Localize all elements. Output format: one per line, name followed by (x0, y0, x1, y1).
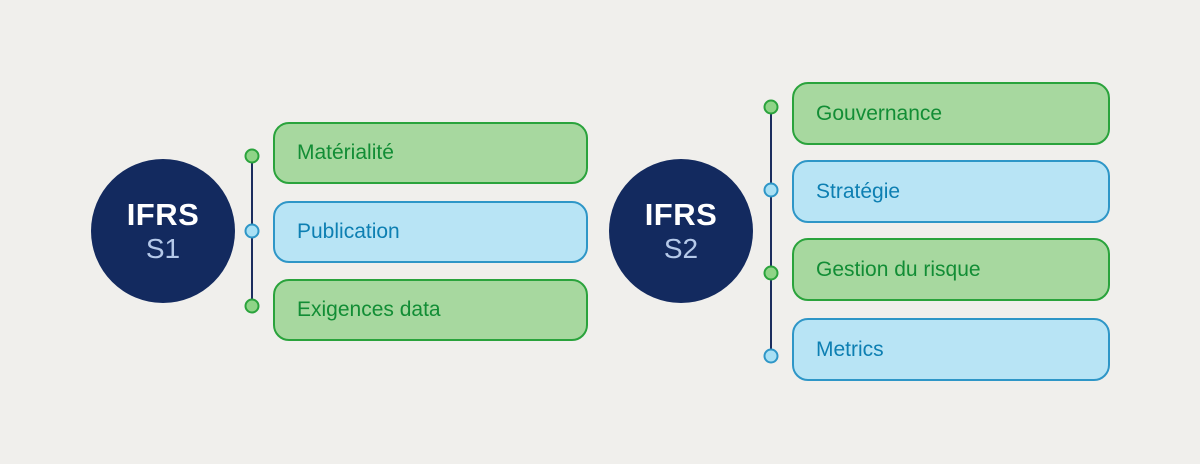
s2-dot-gestion-du-risque (763, 265, 779, 281)
box-metrics: Metrics (792, 318, 1110, 381)
s1-dot-exigences-data (244, 298, 260, 314)
box-strategie: Stratégie (792, 160, 1110, 223)
ifrs-s1-subtitle: S1 (145, 232, 181, 264)
ifrs-s2-circle: IFRS S2 (609, 159, 753, 303)
ifrs-s2-subtitle: S2 (663, 232, 699, 264)
s2-dot-strategie (763, 182, 779, 198)
ifrs-s1-title: IFRS (126, 197, 200, 233)
box-publication: Publication (273, 201, 588, 263)
box-exigences-data-label: Exigences data (297, 298, 441, 321)
s1-dot-materialite (244, 148, 260, 164)
s2-dot-metrics (763, 348, 779, 364)
box-gouvernance: Gouvernance (792, 82, 1110, 145)
box-gestion-du-risque-label: Gestion du risque (816, 257, 981, 281)
box-publication-label: Publication (297, 220, 400, 243)
box-materialite-label: Matérialité (297, 141, 394, 164)
box-gouvernance-label: Gouvernance (816, 101, 943, 125)
s1-dot-publication (244, 223, 260, 239)
ifrs-s1-circle: IFRS S1 (91, 159, 235, 303)
box-materialite: Matérialité (273, 122, 588, 184)
box-gestion-du-risque: Gestion du risque (792, 238, 1110, 301)
box-exigences-data: Exigences data (273, 279, 588, 341)
ifrs-s2-title: IFRS (644, 197, 718, 233)
box-metrics-label: Metrics (816, 337, 884, 361)
box-strategie-label: Stratégie (816, 179, 901, 203)
s2-connector-line (770, 107, 772, 356)
s2-dot-gouvernance (763, 99, 779, 115)
